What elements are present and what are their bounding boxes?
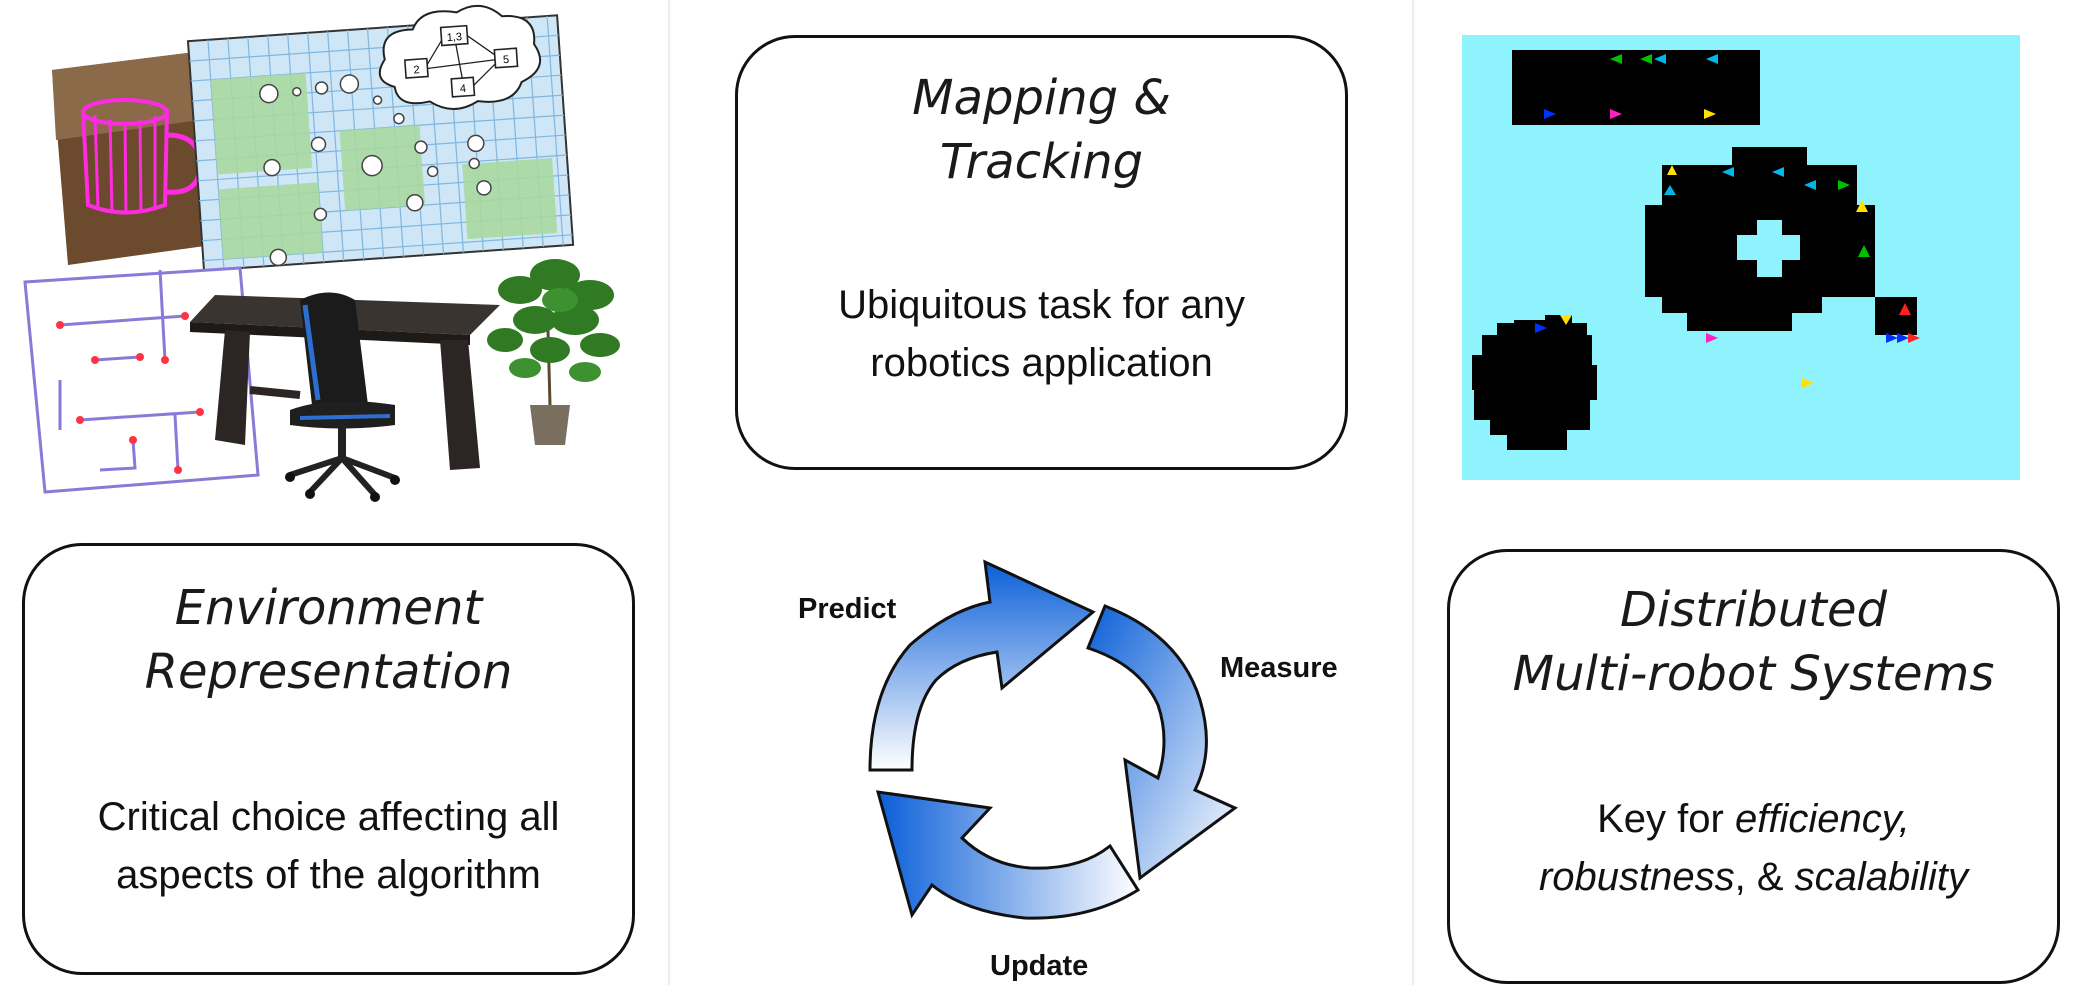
body-mid: , & [1734, 855, 1795, 899]
card-body-line-2: robotics application [870, 341, 1213, 385]
graph-node-a: 1,3 [446, 31, 462, 44]
body-prefix: Key for [1597, 797, 1735, 841]
mug-wireframe-icon [52, 52, 212, 265]
measure-arrow-icon [1086, 604, 1238, 881]
environment-illustration: 1,3 2 5 4 [23, 4, 620, 502]
graph-node-d: 4 [460, 83, 467, 95]
predict-arrow-icon [868, 559, 1096, 772]
column-divider-right [1412, 0, 1414, 985]
card-body-line-1: Critical choice affecting all [97, 795, 560, 839]
card-title-line-1: Environment [174, 580, 483, 636]
measure-label: Measure [1220, 652, 1338, 684]
card-body-line-1: Ubiquitous task for any [838, 283, 1245, 327]
update-arrow-icon [875, 790, 1141, 920]
body-robustness: robustness [1538, 855, 1735, 899]
robot-markers [1535, 54, 1920, 388]
card-body: Key for efficiency, robustness, & scalab… [1450, 790, 2057, 906]
distributed-multi-robot-card: Distributed Multi-robot Systems Key for … [1447, 549, 2060, 984]
office-chair-icon [285, 292, 400, 502]
predict-label: Predict [798, 593, 897, 625]
multi-robot-map [1462, 35, 2020, 480]
card-title-line-1: Distributed [1620, 582, 1887, 638]
column-divider-left [668, 0, 670, 985]
card-title-line-2: Representation [144, 644, 513, 700]
body-scalability: scalability [1794, 855, 1969, 899]
card-body-line-2: robustness, & scalability [1450, 848, 2057, 906]
update-label: Update [990, 950, 1089, 982]
card-title: Distributed Multi-robot Systems [1450, 578, 2057, 706]
mapping-tracking-card: Mapping & Tracking Ubiquitous task for a… [735, 35, 1348, 470]
graph-node-b: 2 [413, 64, 420, 76]
card-title-line-2: Tracking [939, 134, 1144, 190]
card-body-line-2: aspects of the algorithm [116, 853, 541, 897]
card-title: Environment Representation [25, 576, 632, 704]
body-efficiency: efficiency, [1734, 797, 1910, 841]
card-body: Critical choice affecting all aspects of… [25, 788, 632, 904]
card-body-line-1: Key for efficiency, [1450, 790, 2057, 848]
predict-measure-update-cycle [868, 559, 1238, 920]
card-title-line-2: Multi-robot Systems [1512, 646, 1995, 702]
card-title: Mapping & Tracking [738, 66, 1345, 194]
graph-node-c: 5 [503, 54, 510, 66]
card-body: Ubiquitous task for any robotics applica… [738, 276, 1345, 392]
environment-representation-card: Environment Representation Critical choi… [22, 543, 635, 975]
card-title-line-1: Mapping & [912, 70, 1171, 126]
grid-map-icon: 1,3 2 5 4 [186, 4, 575, 272]
potted-plant-icon [487, 259, 620, 445]
